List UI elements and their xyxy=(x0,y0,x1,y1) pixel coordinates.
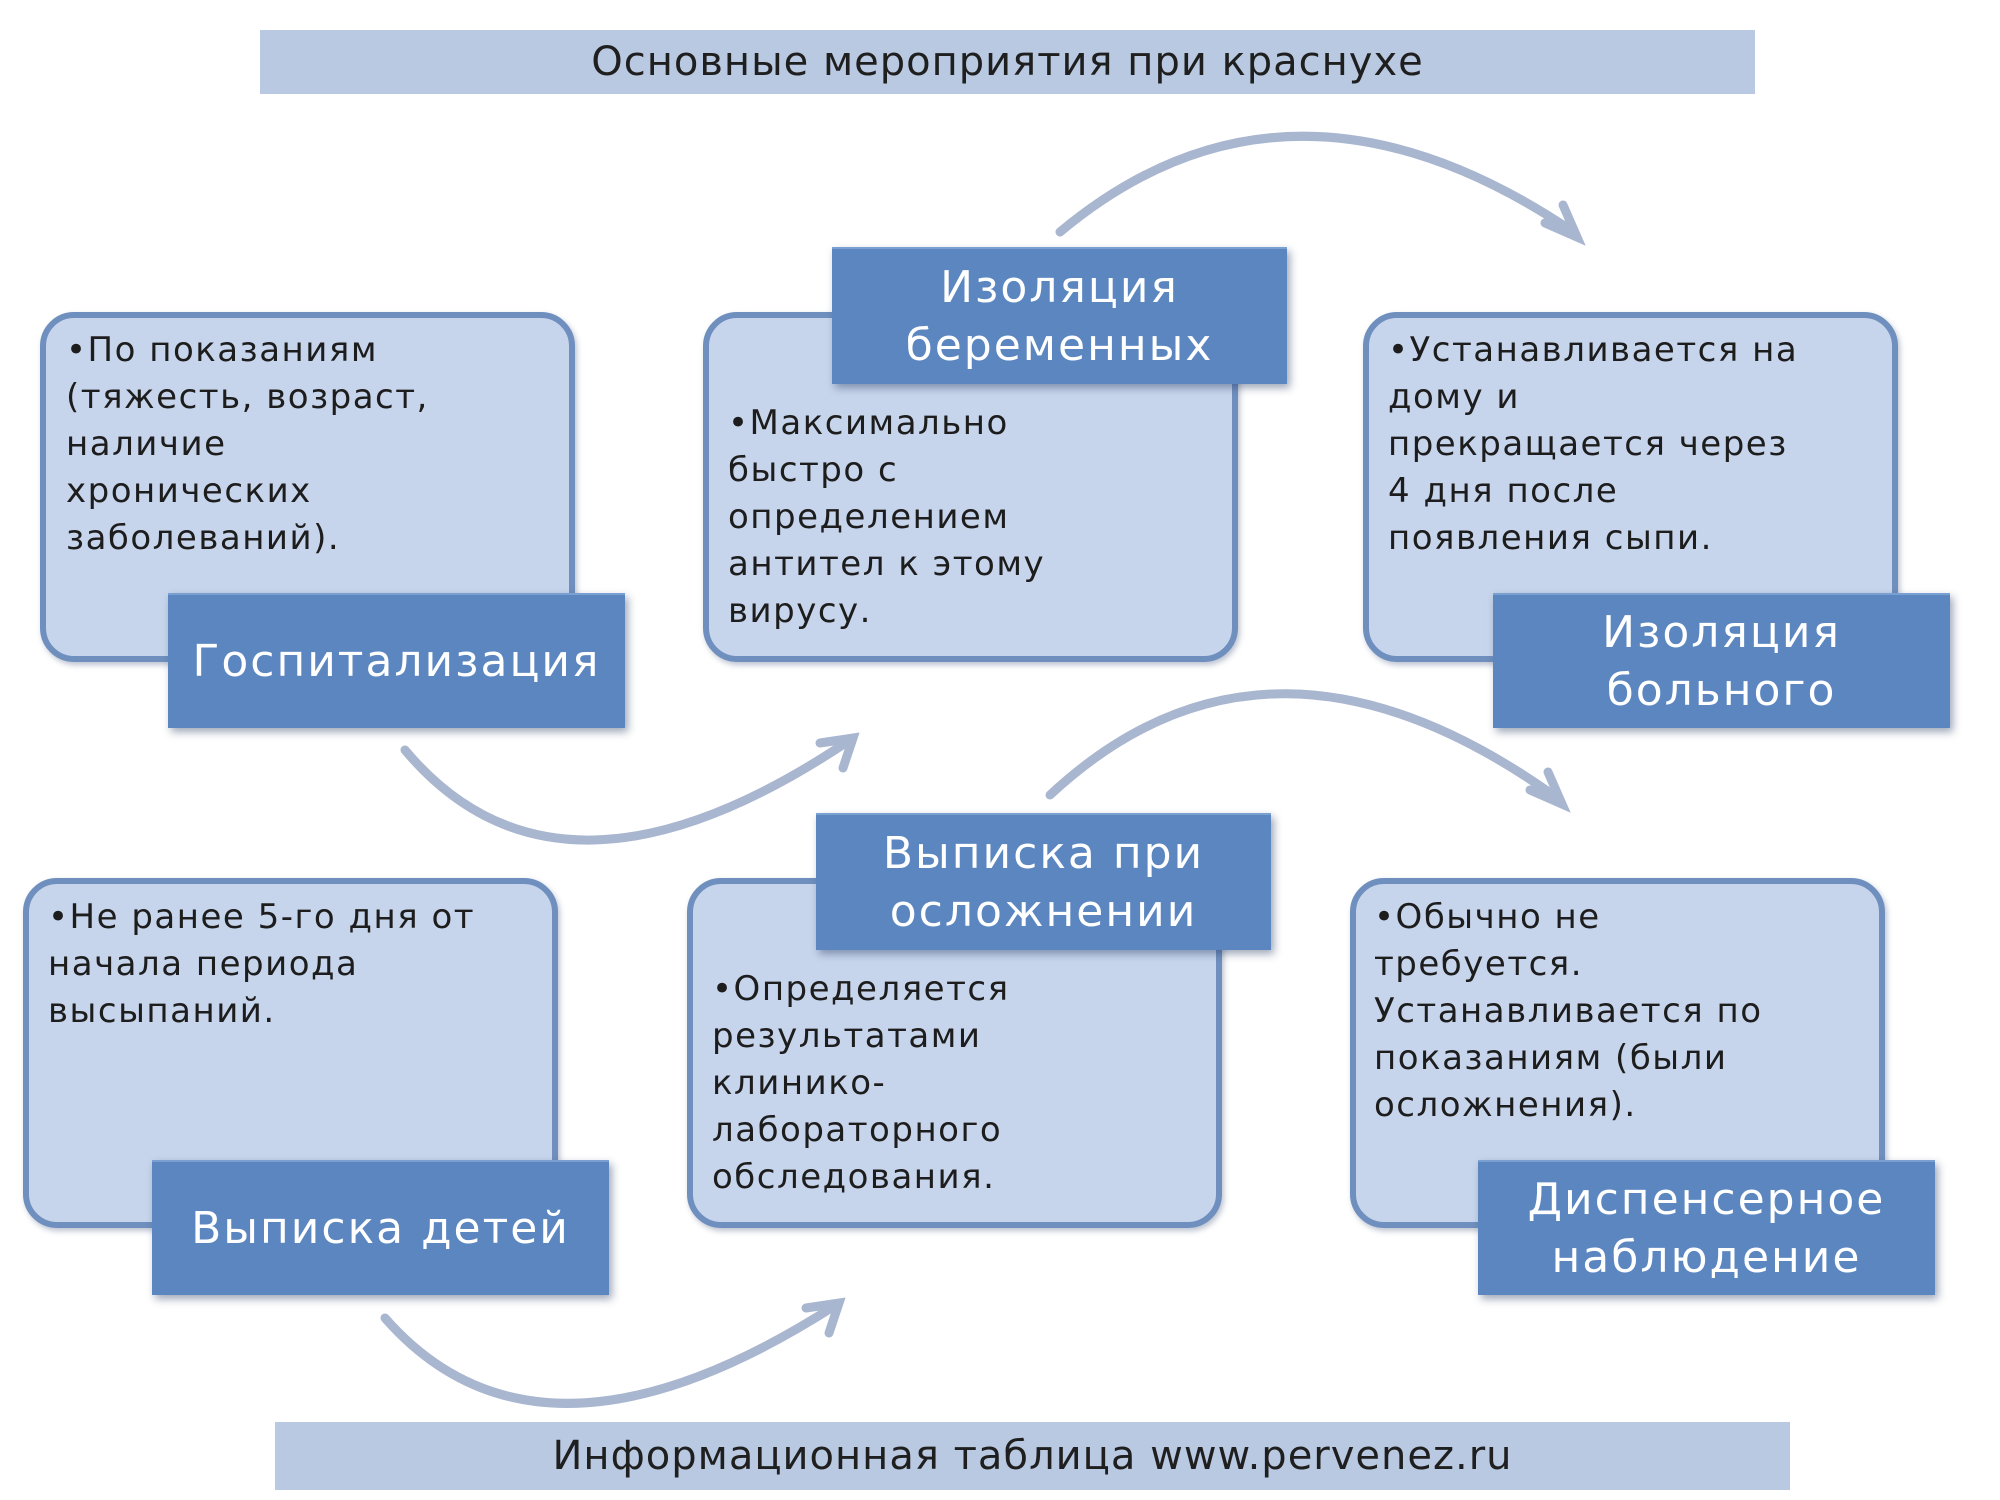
label-children-discharge: Выписка детей xyxy=(152,1160,609,1295)
card-pregnant-isolation-text: •Максимально быстро с определением антит… xyxy=(728,403,1046,631)
arrow-center-middle-head xyxy=(1525,767,1571,813)
page-title: Основные мероприятия при краснухе xyxy=(591,39,1424,85)
arrow-top xyxy=(1055,131,1580,238)
label-pregnant-isolation: Изоляция беременных xyxy=(832,247,1287,384)
label-hospitalization: Госпитализация xyxy=(168,593,625,728)
card-dispensary-observation-text: •Обычно не требуется. Устанавливается по… xyxy=(1374,897,1763,1125)
arrow-bottom-head xyxy=(801,1297,846,1338)
arrow-left-middle-head xyxy=(815,732,860,773)
card-complication-discharge-text: •Определяется результатами клинико- лабо… xyxy=(712,969,1010,1197)
title-banner: Основные мероприятия при краснухе xyxy=(260,30,1755,94)
arrow-top-head xyxy=(1540,200,1586,246)
card-patient-isolation-text: •Устанавливается на дому и прекращается … xyxy=(1388,330,1799,558)
card-children-discharge-text: •Не ранее 5-го дня от начала периода выс… xyxy=(48,897,476,1031)
card-hospitalization-text: •По показаниям (тяжесть, возраст, наличи… xyxy=(66,330,429,558)
label-dispensary-observation: Диспенсерное наблюдение xyxy=(1478,1160,1935,1295)
arrow-bottom xyxy=(380,1300,841,1408)
footer-banner: Информационная таблица www.pervenez.ru xyxy=(275,1422,1790,1490)
label-complication-discharge: Выписка при осложнении xyxy=(816,813,1271,950)
footer-text: Информационная таблица www.pervenez.ru xyxy=(552,1433,1513,1479)
label-patient-isolation: Изоляция больного xyxy=(1493,593,1950,728)
arrow-left-middle xyxy=(400,735,855,845)
arrow-center-middle xyxy=(1045,689,1565,805)
